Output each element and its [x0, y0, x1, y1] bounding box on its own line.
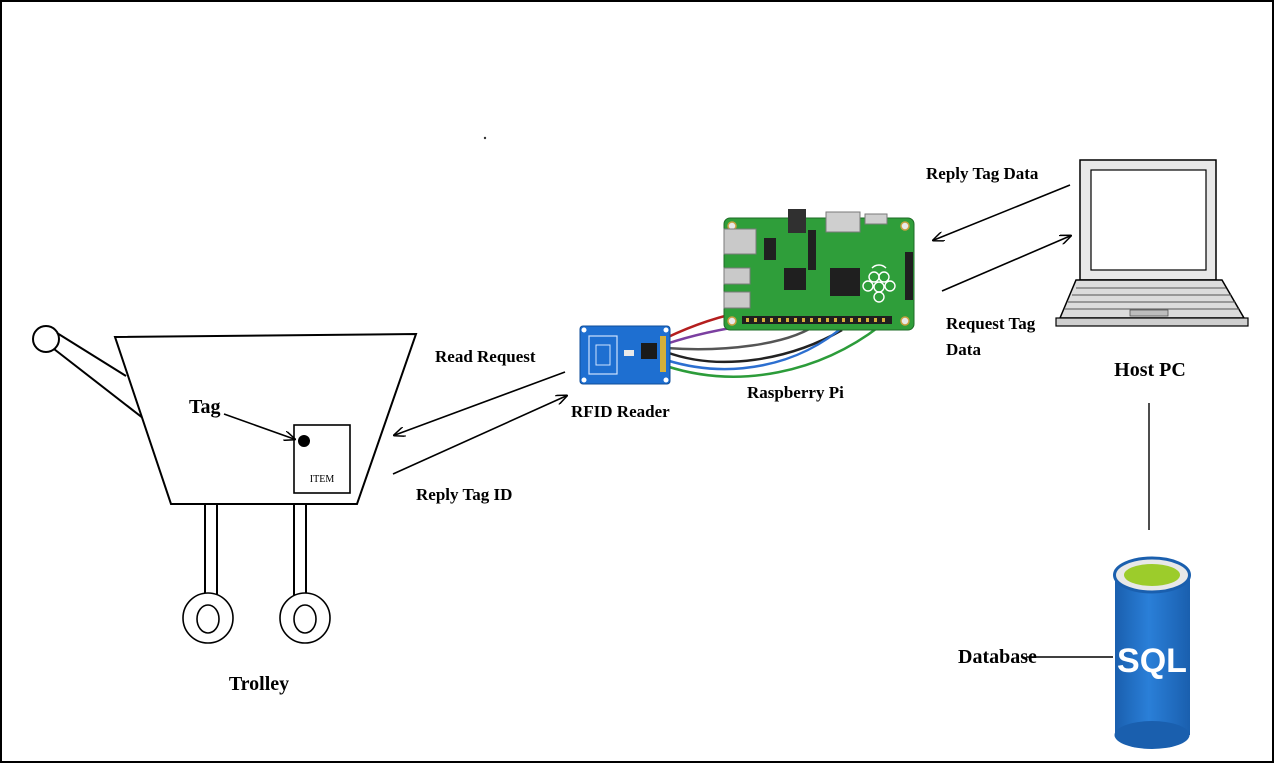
- sql-database-icon: [1113, 556, 1191, 749]
- raspberry-pi-board: [723, 209, 915, 331]
- reply-tag-id-arrow: [392, 396, 566, 475]
- trolley-handle-knob: [32, 325, 60, 353]
- request-tag-data-arrow: [941, 236, 1070, 292]
- sql-text: SQL: [1117, 642, 1187, 680]
- tag-label: Tag: [189, 396, 221, 418]
- reply-tag-data-label: Reply Tag Data: [926, 164, 1039, 183]
- request-tag-data-label-line2: Data: [946, 340, 981, 359]
- read-request-arrow: [395, 371, 566, 435]
- reply-tag-data-arrow: [934, 184, 1071, 240]
- item-label: ITEM: [310, 474, 335, 485]
- rfid-tag-dot: [298, 435, 310, 447]
- raspberry-pi-label: Raspberry Pi: [747, 383, 844, 402]
- rfid-reader-label: RFID Reader: [571, 402, 670, 421]
- database-label: Database: [958, 646, 1037, 668]
- read-request-label: Read Request: [435, 347, 536, 366]
- request-tag-data-label-line1: Request Tag: [946, 314, 1036, 333]
- trolley-wheel-right: [279, 592, 331, 644]
- trolley-label: Trolley: [229, 673, 289, 695]
- trolley: [32, 325, 418, 644]
- trolley-wheel-left: [182, 592, 234, 644]
- rfid-reader-module: [579, 325, 671, 385]
- host-pc-laptop: [1055, 159, 1249, 327]
- reply-tag-id-label: Reply Tag ID: [416, 485, 512, 504]
- host-pc-label: Host PC: [1114, 359, 1186, 381]
- stray-dot: [483, 136, 487, 140]
